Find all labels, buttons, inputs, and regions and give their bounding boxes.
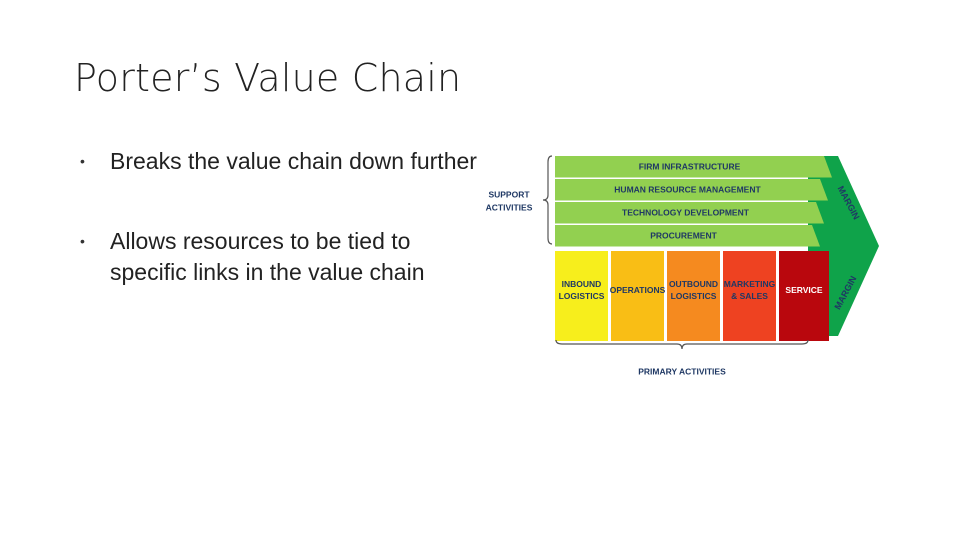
support-activities-label: ACTIVITIES bbox=[486, 202, 533, 212]
primary-activity-block bbox=[555, 251, 608, 341]
support-band bbox=[555, 202, 824, 224]
primary-activity-label: INBOUND bbox=[562, 279, 602, 289]
primary-activity-label: & SALES bbox=[731, 291, 768, 301]
support-bracket bbox=[542, 155, 553, 245]
primary-activity-label: OUTBOUND bbox=[669, 279, 718, 289]
primary-activity-block bbox=[779, 251, 829, 341]
bullet-text: Breaks the value chain down further bbox=[110, 148, 477, 174]
primary-activity-label: SERVICE bbox=[785, 285, 822, 295]
slide-title: Porter’s Value Chain bbox=[74, 56, 462, 100]
primary-activity-block bbox=[611, 251, 664, 341]
value-chain-diagram: FIRM INFRASTRUCTURE HUMAN RESOURCE MANAGE… bbox=[482, 148, 882, 388]
support-band bbox=[555, 179, 828, 201]
support-activity-label: PROCUREMENT bbox=[650, 231, 717, 241]
value-chain-svg: FIRM INFRASTRUCTURE HUMAN RESOURCE MANAGE… bbox=[486, 155, 879, 376]
support-activity-label: FIRM INFRASTRUCTURE bbox=[639, 162, 741, 172]
primary-activity-label: MARKETING bbox=[724, 279, 776, 289]
bullet-list: • Breaks the value chain down further • … bbox=[80, 146, 480, 288]
bullet-marker: • bbox=[80, 153, 85, 169]
primary-activities-label: PRIMARY ACTIVITIES bbox=[638, 366, 726, 376]
primary-activity-block bbox=[667, 251, 720, 341]
support-band bbox=[555, 225, 820, 247]
bullet-marker: • bbox=[80, 233, 85, 249]
primary-activity-label: LOGISTICS bbox=[671, 291, 717, 301]
bullet-item: • Breaks the value chain down further bbox=[80, 146, 480, 177]
primary-activity-label: OPERATIONS bbox=[610, 285, 666, 295]
support-band bbox=[555, 156, 832, 178]
primary-activity-label: LOGISTICS bbox=[559, 291, 605, 301]
support-activity-label: TECHNOLOGY DEVELOPMENT bbox=[622, 208, 750, 218]
primary-bracket bbox=[555, 339, 809, 350]
primary-activity-block bbox=[723, 251, 776, 341]
support-activity-label: HUMAN RESOURCE MANAGEMENT bbox=[614, 185, 761, 195]
bullet-item: • Allows resources to be tied to specifi… bbox=[80, 226, 480, 288]
bullet-text: Allows resources to be tied to specific … bbox=[110, 228, 425, 285]
support-activities-label: SUPPORT bbox=[488, 189, 530, 199]
